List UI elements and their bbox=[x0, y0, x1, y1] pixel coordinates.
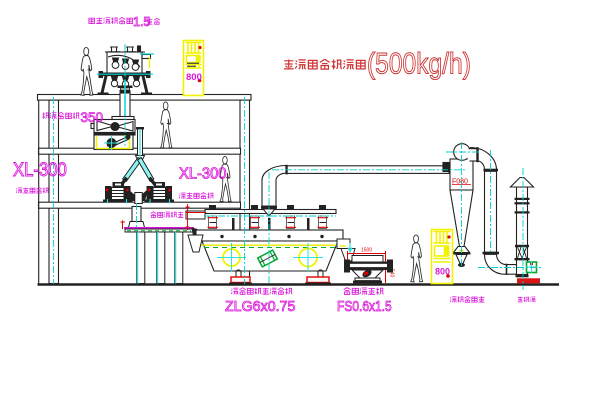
svg-text:350: 350 bbox=[81, 110, 104, 125]
svg-text:800: 800 bbox=[186, 72, 202, 83]
svg-text:800: 800 bbox=[435, 267, 450, 277]
svg-text:(500kg/h): (500kg/h) bbox=[367, 46, 471, 80]
svg-text:XL-300: XL-300 bbox=[179, 165, 226, 182]
svg-text:ZLG6x0.75: ZLG6x0.75 bbox=[225, 299, 295, 315]
svg-text:FS0.6x1.5: FS0.6x1.5 bbox=[337, 298, 392, 315]
svg-text:540: 540 bbox=[389, 269, 395, 278]
svg-text:F080: F080 bbox=[452, 179, 468, 186]
svg-text:1.5: 1.5 bbox=[133, 15, 150, 29]
svg-text:1500: 1500 bbox=[361, 248, 372, 254]
svg-text:XL-300: XL-300 bbox=[13, 159, 67, 180]
